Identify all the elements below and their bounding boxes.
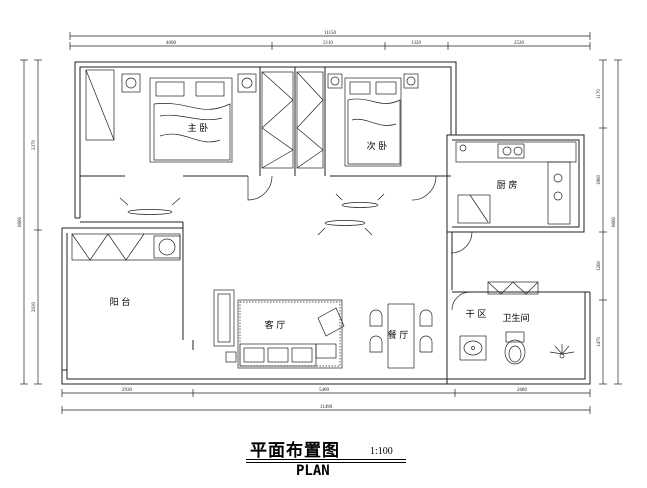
dim-bottom-seg-1: 2930 <box>122 388 133 393</box>
dim-right-seg-2: 1860 <box>597 175 602 186</box>
dim-left-total: 6660 <box>18 217 23 228</box>
dim-right-seg-3: 1260 <box>597 261 602 272</box>
dim-right-seg-4: 1470 <box>597 337 602 348</box>
title-underline-thin <box>246 462 406 463</box>
wardrobes <box>71 69 539 295</box>
room-label-dry-zone: 干 区 <box>466 309 487 320</box>
room-label-balcony: 阳 台 <box>110 296 131 308</box>
kitchen-fixtures <box>455 141 577 225</box>
dim-top-seg-2: 2110 <box>323 41 333 46</box>
drawing-title: 平面布置图 <box>250 441 340 461</box>
dim-left-seg-2: 2930 <box>32 302 37 313</box>
dim-bottom-seg-3: 2680 <box>517 388 528 393</box>
room-label-dining-room: 餐 厅 <box>388 329 409 341</box>
dimension-lines <box>20 32 622 414</box>
title-underline-thick <box>246 459 406 460</box>
dining-set <box>369 303 433 369</box>
second-bed <box>327 73 419 167</box>
room-label-second-bedroom: 次 卧 <box>367 140 388 152</box>
floor-plan-drawing: 11150 4000 2110 1320 2520 2930 5400 2680… <box>18 31 622 414</box>
dim-bottom-seg-2: 5400 <box>319 388 330 393</box>
dim-right-seg-1: 1170 <box>597 89 602 99</box>
master-bed <box>121 73 257 163</box>
room-label-living-room: 客 厅 <box>265 319 286 331</box>
bathroom-fixtures <box>459 331 575 365</box>
dim-right-total: 6660 <box>612 217 617 228</box>
dim-bottom-total: 11490 <box>320 405 333 410</box>
room-label-bathroom: 卫生间 <box>502 312 529 324</box>
room-label-master-bedroom: 主 卧 <box>188 122 209 134</box>
drawing-title-english: PLAN <box>296 463 330 479</box>
dim-top-seg-1: 4000 <box>166 41 177 46</box>
living-room-furniture <box>213 289 345 369</box>
dim-top-total: 11150 <box>324 31 337 36</box>
dim-top-seg-3: 1320 <box>411 41 422 46</box>
dim-left-seg-1: 2370 <box>32 140 37 151</box>
drawing-scale: 1:100 <box>370 446 393 457</box>
dim-top-seg-4: 2520 <box>514 41 525 46</box>
washing-machine <box>153 235 181 259</box>
doors <box>247 175 473 311</box>
walls <box>61 61 591 385</box>
room-label-kitchen: 厨 房 <box>497 179 518 191</box>
ceiling-lights <box>119 193 385 236</box>
